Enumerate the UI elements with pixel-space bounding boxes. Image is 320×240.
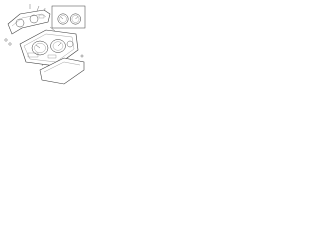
screws xyxy=(4,38,84,58)
cluster-hood xyxy=(7,9,51,35)
instrument-cluster xyxy=(19,29,79,67)
detail-gauge-left xyxy=(57,13,69,25)
tachometer-gauge xyxy=(50,39,66,53)
parts-diagram xyxy=(4,4,86,85)
indicator-panel xyxy=(27,52,57,59)
hood-gauge-right xyxy=(29,14,39,24)
detail-inset-box xyxy=(51,5,86,29)
detail-gauge-right xyxy=(70,13,81,25)
speedometer-gauge xyxy=(31,40,49,56)
small-gauge xyxy=(66,40,74,48)
cluster-lens xyxy=(39,57,85,85)
hood-gauge-left xyxy=(15,18,25,28)
